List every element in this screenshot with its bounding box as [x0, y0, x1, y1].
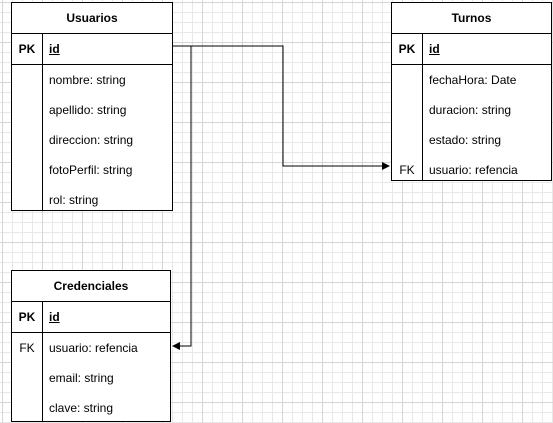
entity-title: Usuarios	[12, 3, 172, 34]
field-label: usuario: refencia	[49, 341, 138, 355]
pk-row: PK id	[12, 34, 172, 65]
field-label: fotoPerfil: string	[49, 163, 133, 177]
column-divider	[42, 301, 43, 421]
entity-turnos[interactable]: Turnos PK id fechaHora: Date duracion: s…	[391, 2, 552, 181]
column-divider	[42, 33, 43, 210]
entity-title: Turnos	[392, 3, 551, 34]
field-label: apellido: string	[49, 103, 127, 117]
field-row: apellido: string	[12, 95, 172, 125]
relation-usuarios-turnos[interactable]	[173, 45, 390, 170]
pk-label: PK	[18, 42, 36, 56]
field-label: duracion: string	[429, 103, 512, 117]
fk-row: FK usuario: refencia	[392, 155, 551, 185]
fk-row: FK usuario: refencia	[12, 333, 170, 363]
entity-credenciales[interactable]: Credenciales PK id FK usuario: refencia …	[11, 270, 171, 422]
field-label: clave: string	[49, 401, 114, 415]
field-row: nombre: string	[12, 65, 172, 95]
fk-label: FK	[399, 163, 415, 177]
field-label: direccion: string	[49, 133, 134, 147]
pk-field: id	[49, 310, 60, 324]
field-label: estado: string	[429, 133, 502, 147]
field-label: usuario: refencia	[429, 163, 518, 177]
field-label: email: string	[49, 371, 114, 385]
entity-title: Credenciales	[12, 271, 170, 302]
field-label: nombre: string	[49, 73, 126, 87]
field-label: fechaHora: Date	[429, 73, 517, 87]
pk-row: PK id	[392, 34, 551, 65]
field-row: fotoPerfil: string	[12, 155, 172, 185]
pk-label: PK	[18, 310, 36, 324]
entity-usuarios[interactable]: Usuarios PK id nombre: string apellido: …	[11, 2, 173, 211]
field-row: estado: string	[392, 125, 551, 155]
pk-label: PK	[398, 42, 416, 56]
field-row: email: string	[12, 363, 170, 393]
field-row: duracion: string	[392, 95, 551, 125]
field-row: fechaHora: Date	[392, 65, 551, 95]
fk-label: FK	[19, 341, 35, 355]
relation-usuarios-credenciales[interactable]	[172, 45, 192, 350]
column-divider	[422, 33, 423, 180]
pk-row: PK id	[12, 302, 170, 333]
pk-field: id	[49, 42, 60, 56]
field-row: direccion: string	[12, 125, 172, 155]
field-row: clave: string	[12, 393, 170, 423]
field-row: rol: string	[12, 185, 172, 215]
field-label: rol: string	[49, 193, 99, 207]
pk-field: id	[429, 42, 440, 56]
